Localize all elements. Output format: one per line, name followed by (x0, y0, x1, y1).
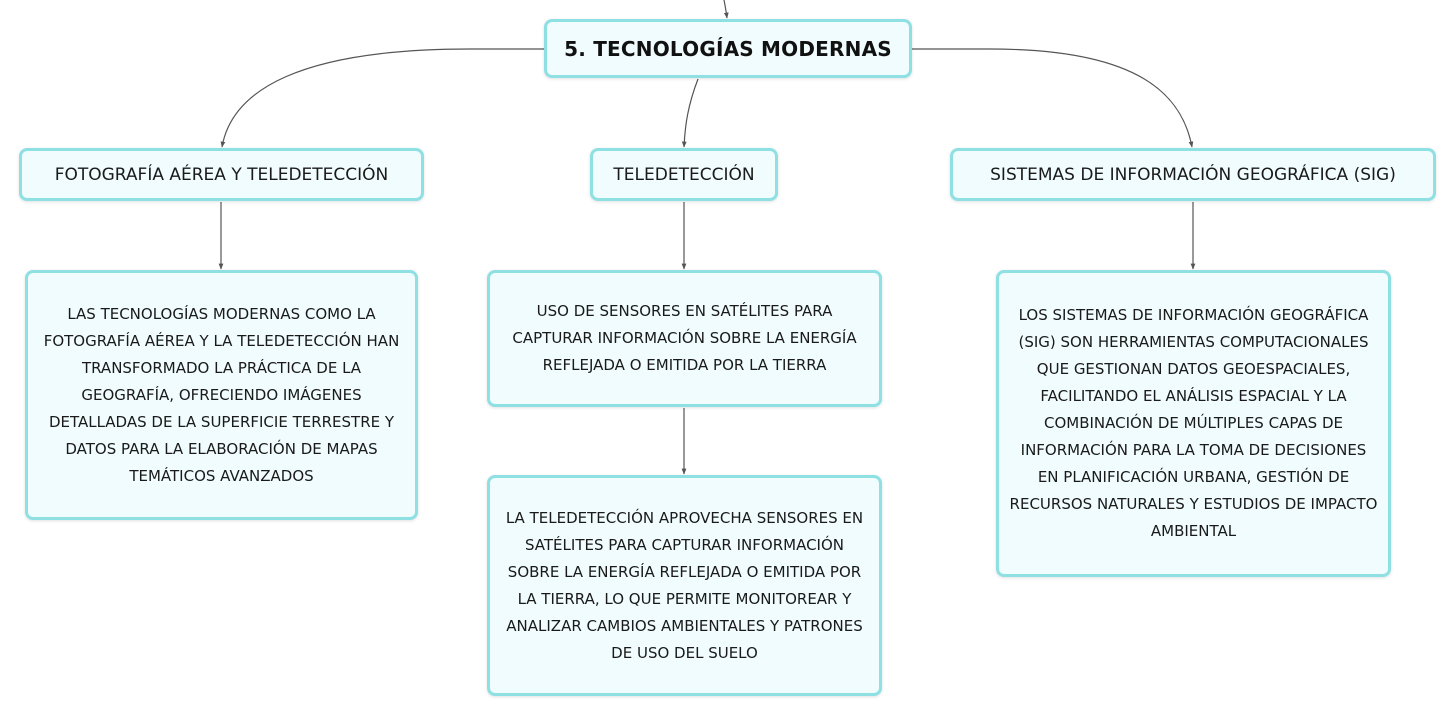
detail-topic-text: USO DE SENSORES EN SATÉLITES PARA CAPTUR… (512, 302, 857, 374)
branch-topic-fotografia-aerea[interactable]: FOTOGRAFÍA AÉREA Y TELEDETECCIÓN (19, 148, 424, 201)
detail-topic-text: LA TELEDETECCIÓN APROVECHA SENSORES EN S… (505, 508, 864, 662)
detail-topic-sig[interactable]: LOS SISTEMAS DE INFORMACIÓN GEOGRÁFICA (… (996, 270, 1391, 577)
branch-topic-sig[interactable]: SISTEMAS DE INFORMACIÓN GEOGRÁFICA (SIG) (950, 148, 1436, 201)
branch-topic-label: FOTOGRAFÍA AÉREA Y TELEDETECCIÓN (54, 164, 389, 185)
root-topic-label: 5. TECNOLOGÍAS MODERNAS (564, 36, 892, 61)
detail-topic-teledeteccion-aplicacion[interactable]: LA TELEDETECCIÓN APROVECHA SENSORES EN S… (487, 475, 882, 696)
connector-incoming (723, 0, 729, 19)
branch-topic-label: TELEDETECCIÓN (613, 164, 755, 185)
root-topic[interactable]: 5. TECNOLOGÍAS MODERNAS (544, 19, 912, 78)
branch-topic-label: SISTEMAS DE INFORMACIÓN GEOGRÁFICA (SIG) (990, 164, 1396, 185)
detail-topic-text: LOS SISTEMAS DE INFORMACIÓN GEOGRÁFICA (… (1009, 306, 1378, 540)
detail-topic-text: LAS TECNOLOGÍAS MODERNAS COMO LA FOTOGRA… (43, 304, 400, 485)
detail-topic-fotografia-aerea[interactable]: LAS TECNOLOGÍAS MODERNAS COMO LA FOTOGRA… (25, 270, 418, 520)
connector-root-to-branch-2 (681, 78, 699, 148)
detail-topic-teledeteccion-definicion[interactable]: USO DE SENSORES EN SATÉLITES PARA CAPTUR… (487, 270, 882, 407)
branch-topic-teledeteccion[interactable]: TELEDETECCIÓN (590, 148, 778, 201)
connector-root-to-branch-3 (912, 48, 1194, 148)
connector-root-to-branch-1 (220, 48, 544, 148)
